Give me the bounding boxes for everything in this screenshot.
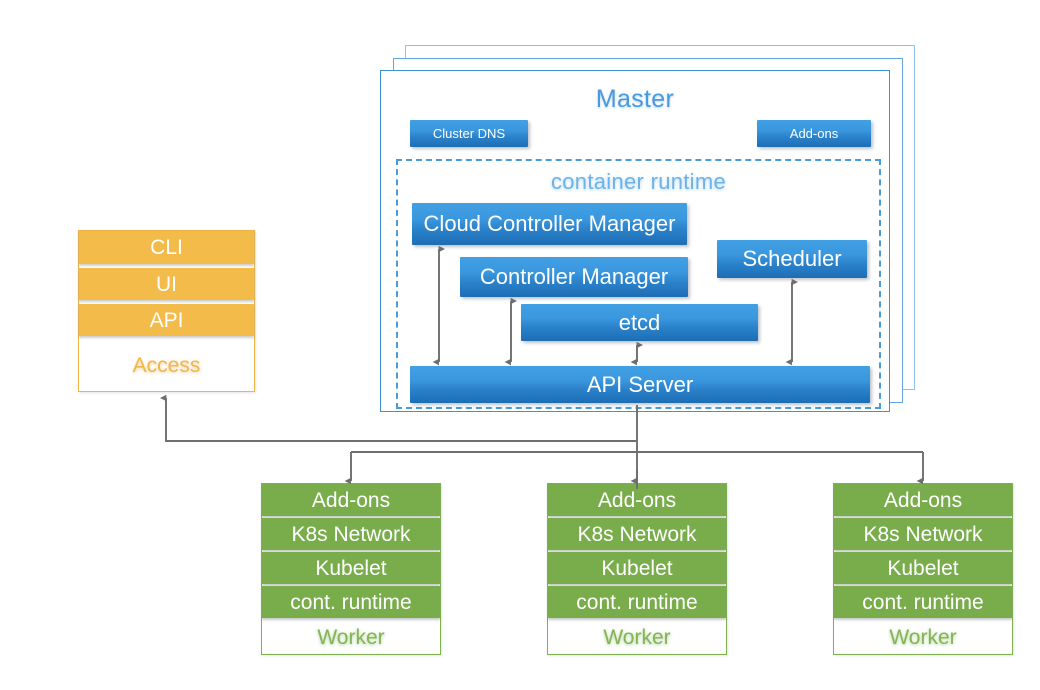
worker-1-layer-add-ons-label: Add-ons (311, 488, 391, 512)
cluster-dns-label: Cluster DNS (432, 126, 506, 141)
access-layer-ui-label: UI (156, 272, 177, 296)
worker-1-layer-k8s-network-label: K8s Network (291, 522, 411, 546)
worker-3-footer-label: Worker (889, 625, 957, 649)
access-layer-ui[interactable]: UI (79, 268, 254, 300)
master-add-ons-box[interactable]: Add-ons (757, 120, 871, 147)
controller-manager-box[interactable]: Controller Manager (460, 257, 688, 297)
worker-3-layer-kubelet[interactable]: Kubelet (834, 552, 1012, 584)
worker-2-layer-k8s-network[interactable]: K8s Network (548, 518, 726, 550)
worker-3-layer-add-ons-label: Add-ons (883, 488, 963, 512)
api-server-label: API Server (586, 371, 694, 397)
worker-1-layer-kubelet-label: Kubelet (315, 556, 387, 580)
worker-2-footer: Worker (548, 620, 726, 654)
access-footer: Access (79, 340, 254, 391)
worker-2-layer-add-ons-label: Add-ons (597, 488, 677, 512)
worker-3-layer-cont-runtime-label: cont. runtime (862, 590, 984, 614)
worker-2-layer-k8s-network-label: K8s Network (577, 522, 697, 546)
worker-1-footer: Worker (262, 620, 440, 654)
api-server-box[interactable]: API Server (410, 366, 870, 403)
cloud-controller-manager-box[interactable]: Cloud Controller Manager (412, 203, 687, 245)
worker-3-layer-cont-runtime[interactable]: cont. runtime (834, 586, 1012, 618)
worker-3-layer-k8s-network[interactable]: K8s Network (834, 518, 1012, 550)
worker-3-layer-kubelet-label: Kubelet (887, 556, 959, 580)
master-title: Master (595, 85, 675, 113)
worker-1-layer-cont-runtime-label: cont. runtime (290, 590, 412, 614)
worker-2-layer-kubelet[interactable]: Kubelet (548, 552, 726, 584)
controller-manager-label: Controller Manager (479, 264, 669, 289)
cloud-controller-manager-label: Cloud Controller Manager (423, 211, 676, 236)
etcd-box[interactable]: etcd (521, 304, 758, 341)
worker-node-3[interactable]: Add-ons K8s Network Kubelet cont. runtim… (833, 483, 1013, 655)
cluster-dns-box[interactable]: Cluster DNS (410, 120, 528, 147)
container-runtime-region: container runtime (396, 159, 881, 409)
access-footer-label: Access (132, 354, 201, 377)
worker-1-footer-label: Worker (317, 625, 385, 649)
access-layer-cli-label: CLI (150, 236, 183, 259)
worker-2-layer-cont-runtime-label: cont. runtime (576, 590, 698, 614)
access-layer-cli[interactable]: CLI (79, 231, 254, 264)
worker-1-layer-kubelet[interactable]: Kubelet (262, 552, 440, 584)
access-node[interactable]: CLI UI API Access (78, 230, 255, 392)
worker-2-layer-add-ons[interactable]: Add-ons (548, 484, 726, 516)
worker-1-layer-k8s-network[interactable]: K8s Network (262, 518, 440, 550)
container-runtime-title: container runtime (550, 169, 727, 194)
worker-2-footer-label: Worker (603, 625, 671, 649)
master-add-ons-label: Add-ons (789, 126, 839, 141)
access-layer-api[interactable]: API (79, 304, 254, 336)
worker-1-layer-cont-runtime[interactable]: cont. runtime (262, 586, 440, 618)
worker-3-footer: Worker (834, 620, 1012, 654)
worker-2-layer-kubelet-label: Kubelet (601, 556, 673, 580)
worker-node-1[interactable]: Add-ons K8s Network Kubelet cont. runtim… (261, 483, 441, 655)
worker-3-layer-k8s-network-label: K8s Network (863, 522, 983, 546)
scheduler-box[interactable]: Scheduler (717, 240, 867, 278)
worker-node-2[interactable]: Add-ons K8s Network Kubelet cont. runtim… (547, 483, 727, 655)
worker-2-layer-cont-runtime[interactable]: cont. runtime (548, 586, 726, 618)
etcd-label: etcd (618, 309, 661, 335)
worker-3-layer-add-ons[interactable]: Add-ons (834, 484, 1012, 516)
scheduler-label: Scheduler (742, 246, 842, 271)
worker-1-layer-add-ons[interactable]: Add-ons (262, 484, 440, 516)
access-layer-api-label: API (149, 308, 184, 332)
